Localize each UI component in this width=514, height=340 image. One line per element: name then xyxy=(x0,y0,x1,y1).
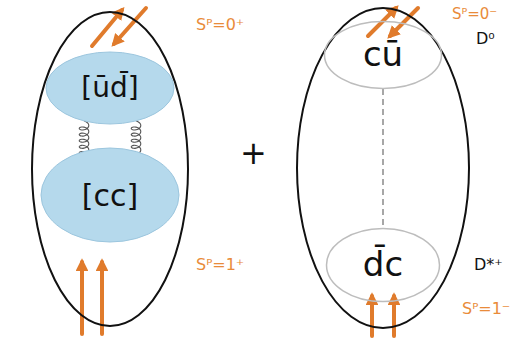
hadron-ellipse-shape xyxy=(32,12,188,326)
molecule-ellipse: cū d̄c xyxy=(295,6,471,330)
spin-arrow xyxy=(392,296,396,336)
diquark-ellipse: [ūd̄] xyxy=(45,51,175,125)
gluon-spring xyxy=(79,121,89,155)
meson-ellipse: cū xyxy=(323,20,443,90)
spin-parity-label: Sᴾ=1⁺ xyxy=(196,256,244,274)
meson-ellipse-shape xyxy=(325,22,442,89)
diquark-ellipse-shape xyxy=(46,52,174,124)
quark-content: d̄c xyxy=(363,246,403,283)
exchange-line xyxy=(382,89,384,228)
spin-arrow xyxy=(100,262,104,334)
spin-arrow xyxy=(370,296,374,336)
hadron-ellipse: [ūd̄] [cc] xyxy=(30,10,190,328)
gluon-spring xyxy=(131,121,141,155)
spin-arrow xyxy=(80,262,84,334)
quark-content: [ūd̄] xyxy=(81,73,138,104)
meson-name: D*⁺ xyxy=(474,256,503,274)
meson-ellipse-shape xyxy=(327,229,440,302)
quark-content: cū xyxy=(363,36,403,73)
diquark-ellipse-shape xyxy=(41,148,179,242)
plus-sign: + xyxy=(240,136,267,171)
diquark-ellipse: [cc] xyxy=(40,147,180,243)
quark-content: [cc] xyxy=(82,179,138,212)
meson-ellipse: d̄c xyxy=(325,227,441,303)
molecule-ellipse-shape xyxy=(297,8,469,328)
spin-parity-label: Sᴾ=1⁻ xyxy=(462,300,510,318)
meson-name: D⁰ xyxy=(476,30,495,48)
spin-parity-label: Sᴾ=0⁺ xyxy=(196,16,244,34)
spin-parity-label: Sᴾ=0⁻ xyxy=(452,6,497,23)
